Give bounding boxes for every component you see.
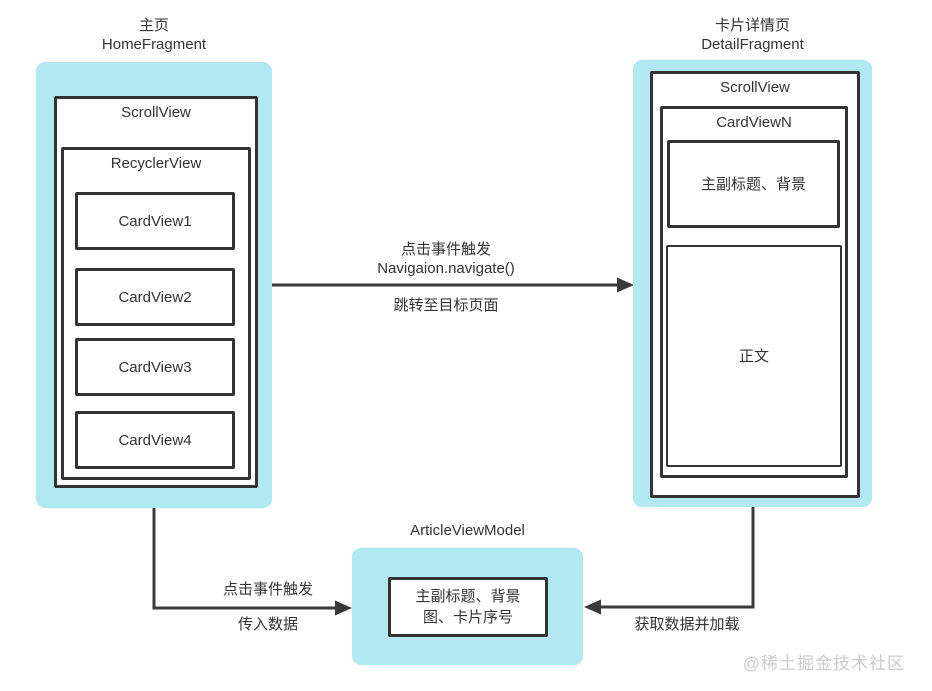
detail-title-line2: DetailFragment: [701, 36, 804, 53]
navigate-arrow-label-bottom: 跳转至目标页面: [393, 297, 499, 314]
pass-data-label-below: 传入数据: [237, 616, 298, 633]
viewmodel-title: ArticleViewModel: [410, 522, 525, 539]
detail-title-line1: 卡片详情页: [714, 17, 790, 34]
home-title-line1: 主页: [138, 17, 169, 34]
load-data-arrow-line: [600, 507, 755, 609]
pass-data-arrow: [152, 508, 352, 616]
navigate-arrow: [272, 277, 634, 293]
detail-scrollview-label: ScrollView: [720, 79, 790, 96]
detail-body-box: 正文: [666, 245, 842, 467]
card-view-1-label: CardView1: [118, 212, 192, 230]
card-view-2-label: CardView2: [118, 288, 192, 306]
card-view-4-label: CardView4: [118, 431, 192, 449]
navigate-arrow-label-top: 点击事件触发 Navigaion.navigate(): [296, 240, 596, 278]
home-recyclerview-label: RecyclerView: [110, 155, 202, 172]
home-scrollview-label: ScrollView: [121, 104, 191, 121]
viewmodel-data-line1: 主副标题、背景: [415, 588, 521, 605]
watermark: @稀土掘金技术社区: [742, 654, 905, 673]
detail-header-label: 主副标题、背景: [700, 175, 806, 193]
card-view-4: CardView4: [75, 411, 235, 469]
detail-fragment-title: 卡片详情页 DetailFragment: [633, 16, 872, 54]
navigate-arrow-head: [617, 277, 634, 293]
pass-data-arrow-head: [335, 600, 352, 616]
detail-cardview-label: CardViewN: [716, 114, 792, 131]
navigate-label-line2: Navigaion.navigate(): [377, 260, 515, 277]
viewmodel-data-box: 主副标题、背景 图、卡片序号: [388, 577, 548, 637]
card-view-2: CardView2: [75, 268, 235, 326]
navigate-label-line1: 点击事件触发: [400, 241, 491, 258]
viewmodel-data-label: 主副标题、背景 图、卡片序号: [391, 580, 545, 634]
home-title-line2: HomeFragment: [101, 36, 207, 53]
detail-body-label: 正文: [738, 347, 769, 365]
card-view-3-label: CardView3: [118, 358, 192, 376]
load-data-label: 获取数据并加载: [634, 616, 740, 633]
viewmodel-data-line2: 图、卡片序号: [422, 609, 513, 626]
detail-header-box: 主副标题、背景: [667, 140, 840, 228]
pass-data-label-above: 点击事件触发: [222, 581, 313, 598]
home-fragment-title: 主页 HomeFragment: [36, 16, 272, 54]
load-data-arrow-head: [584, 599, 601, 615]
card-view-3: CardView3: [75, 338, 235, 396]
load-data-arrow: [584, 507, 755, 615]
card-view-1: CardView1: [75, 192, 235, 250]
